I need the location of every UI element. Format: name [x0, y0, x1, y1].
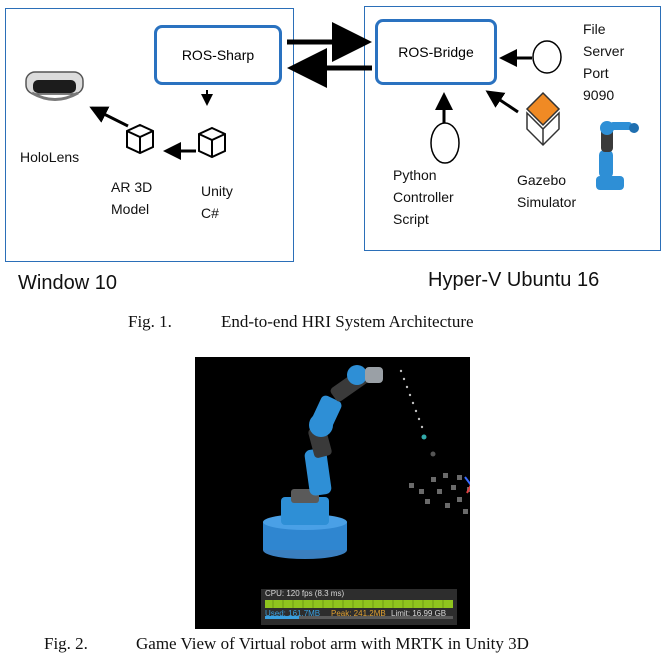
ar-model-cube-icon	[126, 123, 154, 155]
profiler-limit-memory: Limit: 16.99 GB	[391, 609, 447, 618]
hyper-v-label: Hyper-V Ubuntu 16	[428, 269, 600, 291]
mrtk-profiler-panel: CPU: 120 fps (8.3 ms) Used: 161.7MB Peak…	[261, 589, 457, 625]
figure2-caption-number: Fig. 2.	[44, 634, 88, 653]
python-script-node	[430, 122, 460, 164]
ar-model-label: AR 3D Model	[111, 179, 153, 217]
gazebo-label: Gazebo Simulator	[517, 172, 577, 210]
unity-game-view: CPU: 120 fps (8.3 ms) Used: 161.7MB Peak…	[195, 357, 470, 629]
ros-bridge-node: ROS-Bridge	[375, 19, 497, 85]
axis-gizmo	[464, 476, 470, 494]
unity-label: Unity C#	[201, 183, 233, 221]
ros-sharp-node: ROS-Sharp	[154, 25, 282, 85]
robot-upper-arm	[310, 365, 383, 433]
window-10-label: Window 10	[18, 272, 117, 294]
unity-cube-icon	[198, 126, 226, 159]
figure1-caption-number: Fig. 1.	[128, 312, 172, 331]
figure2-caption-text: Game View of Virtual robot arm with MRTK…	[136, 634, 529, 653]
ros-bridge-label: ROS-Bridge	[398, 44, 474, 60]
hololens-icon	[25, 71, 84, 101]
trajectory-points	[399, 369, 436, 457]
profiler-fps-text: CPU: 120 fps (8.3 ms)	[265, 589, 345, 598]
hololens-label: HoloLens	[20, 149, 80, 165]
figure1-caption-text: End-to-end HRI System Architecture	[221, 312, 474, 331]
profiler-used-memory: Used: 161.7MB	[265, 609, 321, 618]
file-server-label: File Server Port 9090	[583, 21, 625, 103]
arrow-gazebo-to-bridge	[485, 90, 519, 114]
arrow-model-to-hololens	[89, 106, 129, 128]
profiler-peak-memory: Peak: 241.2MB	[331, 609, 386, 618]
robot-arm-scene	[263, 365, 470, 559]
gazebo-icon	[525, 91, 561, 147]
robot-base	[263, 489, 347, 559]
python-label: Python Controller Script	[393, 167, 454, 227]
robot-arm-small-icon	[596, 121, 639, 190]
ros-sharp-label: ROS-Sharp	[181, 47, 255, 63]
object-cluster	[409, 473, 470, 514]
file-server-node	[532, 40, 562, 74]
profiler-fps-bars	[265, 600, 453, 619]
